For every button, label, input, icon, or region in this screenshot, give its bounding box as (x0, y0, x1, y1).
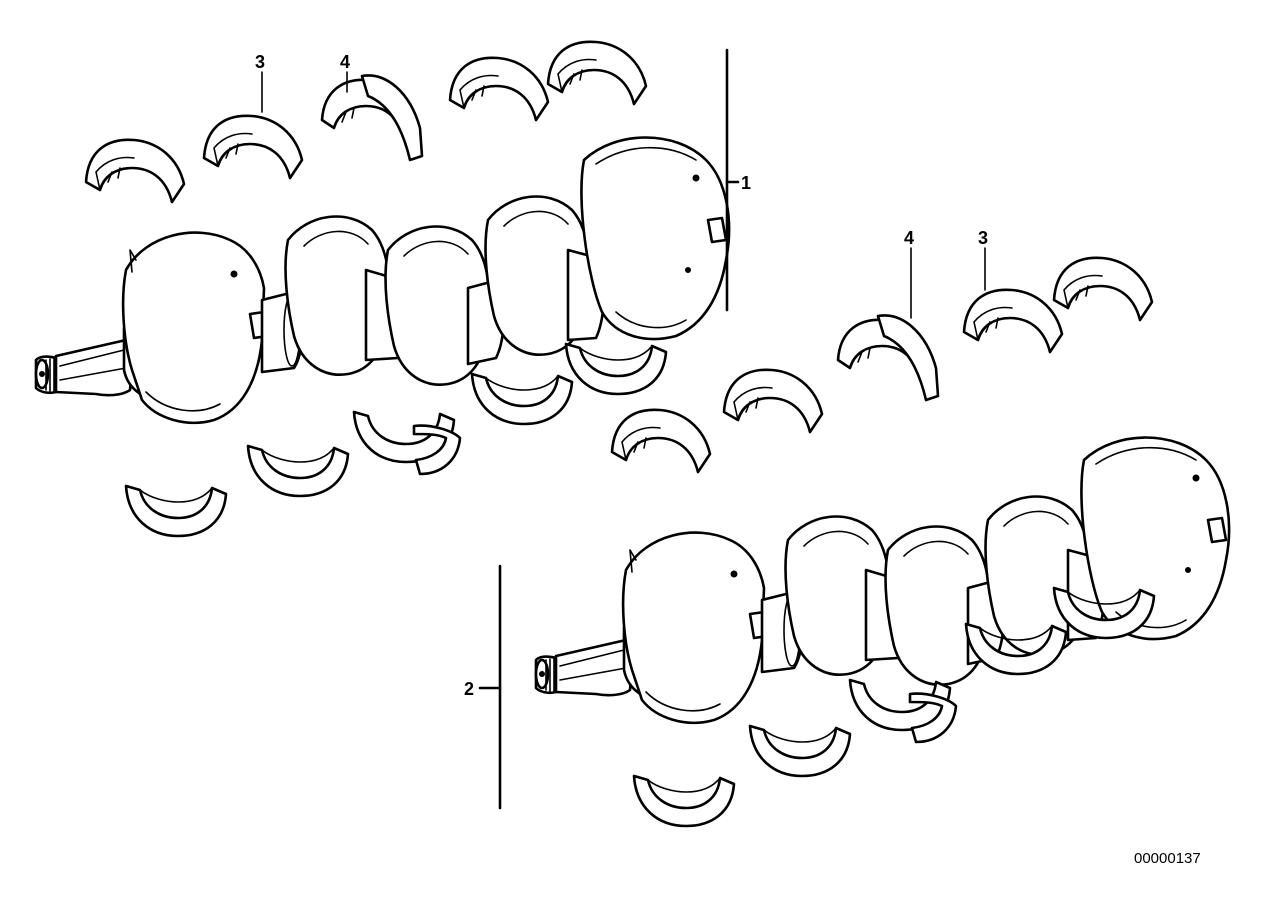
callout-label-3-lower: 3 (978, 228, 988, 248)
bearing-shell-lower (124, 484, 228, 538)
callout-3-lower: 3 (978, 228, 988, 291)
callout-1: 1 (725, 48, 751, 312)
thrust-bearing-upper (320, 74, 424, 162)
callout-label-1: 1 (741, 173, 751, 193)
crankshaft-2-assembly (536, 256, 1229, 828)
callout-label-4-lower: 4 (904, 228, 914, 248)
bearing-shell-upper (722, 368, 824, 434)
bearing-shell-upper (448, 56, 550, 122)
callout-4-upper: 4 (340, 52, 350, 93)
thrust-bearing-lower (352, 410, 462, 476)
callout-3-upper: 3 (255, 52, 265, 113)
bearing-shell-lower (470, 372, 574, 426)
bearing-shell-upper (546, 40, 648, 106)
crankshaft-1-assembly (36, 40, 729, 538)
callout-label-2: 2 (464, 679, 474, 699)
bearing-shell-upper (610, 408, 712, 474)
bearing-shell-upper (962, 288, 1064, 354)
callout-2: 2 (464, 564, 502, 810)
bearing-shell-lower (246, 444, 350, 498)
bearing-shell-lower (748, 724, 852, 778)
diagram-id: 00000137 (1134, 850, 1201, 867)
bearing-shell-upper (84, 138, 186, 204)
bearing-shell-upper (202, 114, 304, 180)
callout-label-4-upper: 4 (340, 52, 350, 72)
bearing-shell-upper (1052, 256, 1154, 322)
thrust-bearing-lower (848, 678, 958, 744)
callout-label-3-upper: 3 (255, 52, 265, 72)
thrust-bearing-upper (836, 314, 940, 402)
bearing-shell-lower (632, 774, 736, 828)
bearing-shell-lower (564, 342, 668, 396)
callout-4-lower: 4 (904, 228, 914, 319)
crankshaft-2 (536, 438, 1229, 723)
